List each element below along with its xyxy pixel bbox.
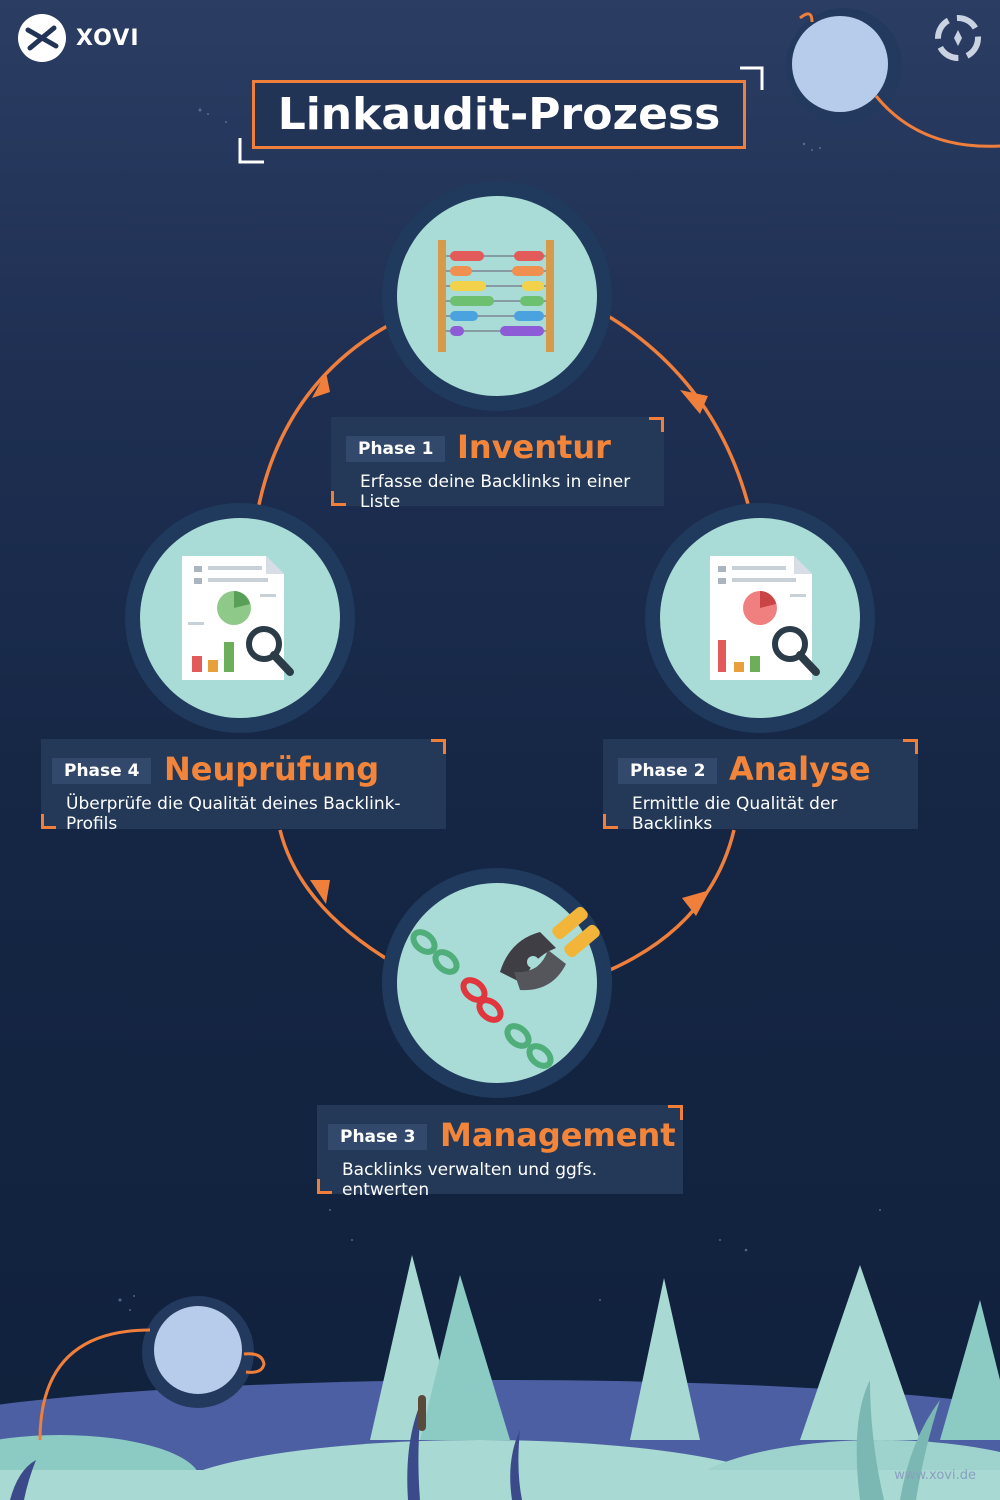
- stars: [118, 108, 881, 1311]
- report-magnifier-icon-4: [182, 556, 294, 680]
- phase-2-name: Analyse: [729, 750, 871, 788]
- title-bracket-bl: [238, 138, 264, 164]
- phase-4-panel: Phase 4 Neuprüfung Überprüfe die Qualitä…: [41, 739, 446, 834]
- phase-2-desc: Ermittle die Qualität der Backlinks: [632, 794, 838, 834]
- page-title: Linkaudit-Prozess: [277, 89, 721, 140]
- compass-icon: [935, 15, 981, 61]
- planet-top-icon: [786, 8, 1000, 148]
- title-bracket-tr: [740, 66, 764, 90]
- phase-3-name: Management: [440, 1116, 676, 1154]
- landscape: [0, 1255, 1000, 1500]
- phase-4-tag: Phase 4: [52, 758, 152, 784]
- circle-phase-1: [382, 181, 612, 411]
- phase-1-panel: Phase 1 Inventur Erfasse deine Backlinks…: [331, 417, 664, 512]
- xovi-logo-icon: [18, 14, 66, 62]
- corner-bracket-bl: [331, 491, 346, 506]
- phase-2-panel: Phase 2 Analyse Ermittle die Qualität de…: [603, 739, 918, 834]
- phase-4-name: Neuprüfung: [164, 750, 380, 788]
- corner-bracket-bl: [41, 814, 56, 829]
- title-box: Linkaudit-Prozess: [252, 80, 746, 149]
- phase-1-desc: Erfasse deine Backlinks in einer Liste: [360, 472, 631, 512]
- abacus-icon: [438, 240, 554, 352]
- brand-logo-text: XOVI: [76, 26, 140, 51]
- phase-3-tag: Phase 3: [328, 1124, 428, 1150]
- website-url: www.xovi.de: [894, 1468, 976, 1483]
- corner-bracket-bl: [603, 814, 618, 829]
- report-magnifier-icon-2: [710, 556, 820, 680]
- phase-2-tag: Phase 2: [618, 758, 718, 784]
- corner-bracket-tr: [668, 1105, 683, 1120]
- pliers-chain-icon: [410, 906, 600, 1069]
- phase-4-desc: Überprüfe die Qualität deines Backlink-P…: [66, 794, 401, 834]
- corner-bracket-tr: [649, 417, 664, 432]
- circle-phase-3: [382, 868, 612, 1098]
- planet-bottom-icon: [38, 1296, 266, 1441]
- corner-bracket-bl: [317, 1179, 332, 1194]
- phase-3-desc: Backlinks verwalten und ggfs. entwerten: [342, 1160, 598, 1200]
- cycle-arrowheads: [310, 372, 710, 916]
- corner-bracket-tr: [431, 739, 446, 754]
- phase-1-tag: Phase 1: [346, 436, 446, 462]
- corner-bracket-tr: [903, 739, 918, 754]
- phase-1-name: Inventur: [457, 428, 611, 466]
- phase-3-panel: Phase 3 Management Backlinks verwalten u…: [317, 1105, 683, 1200]
